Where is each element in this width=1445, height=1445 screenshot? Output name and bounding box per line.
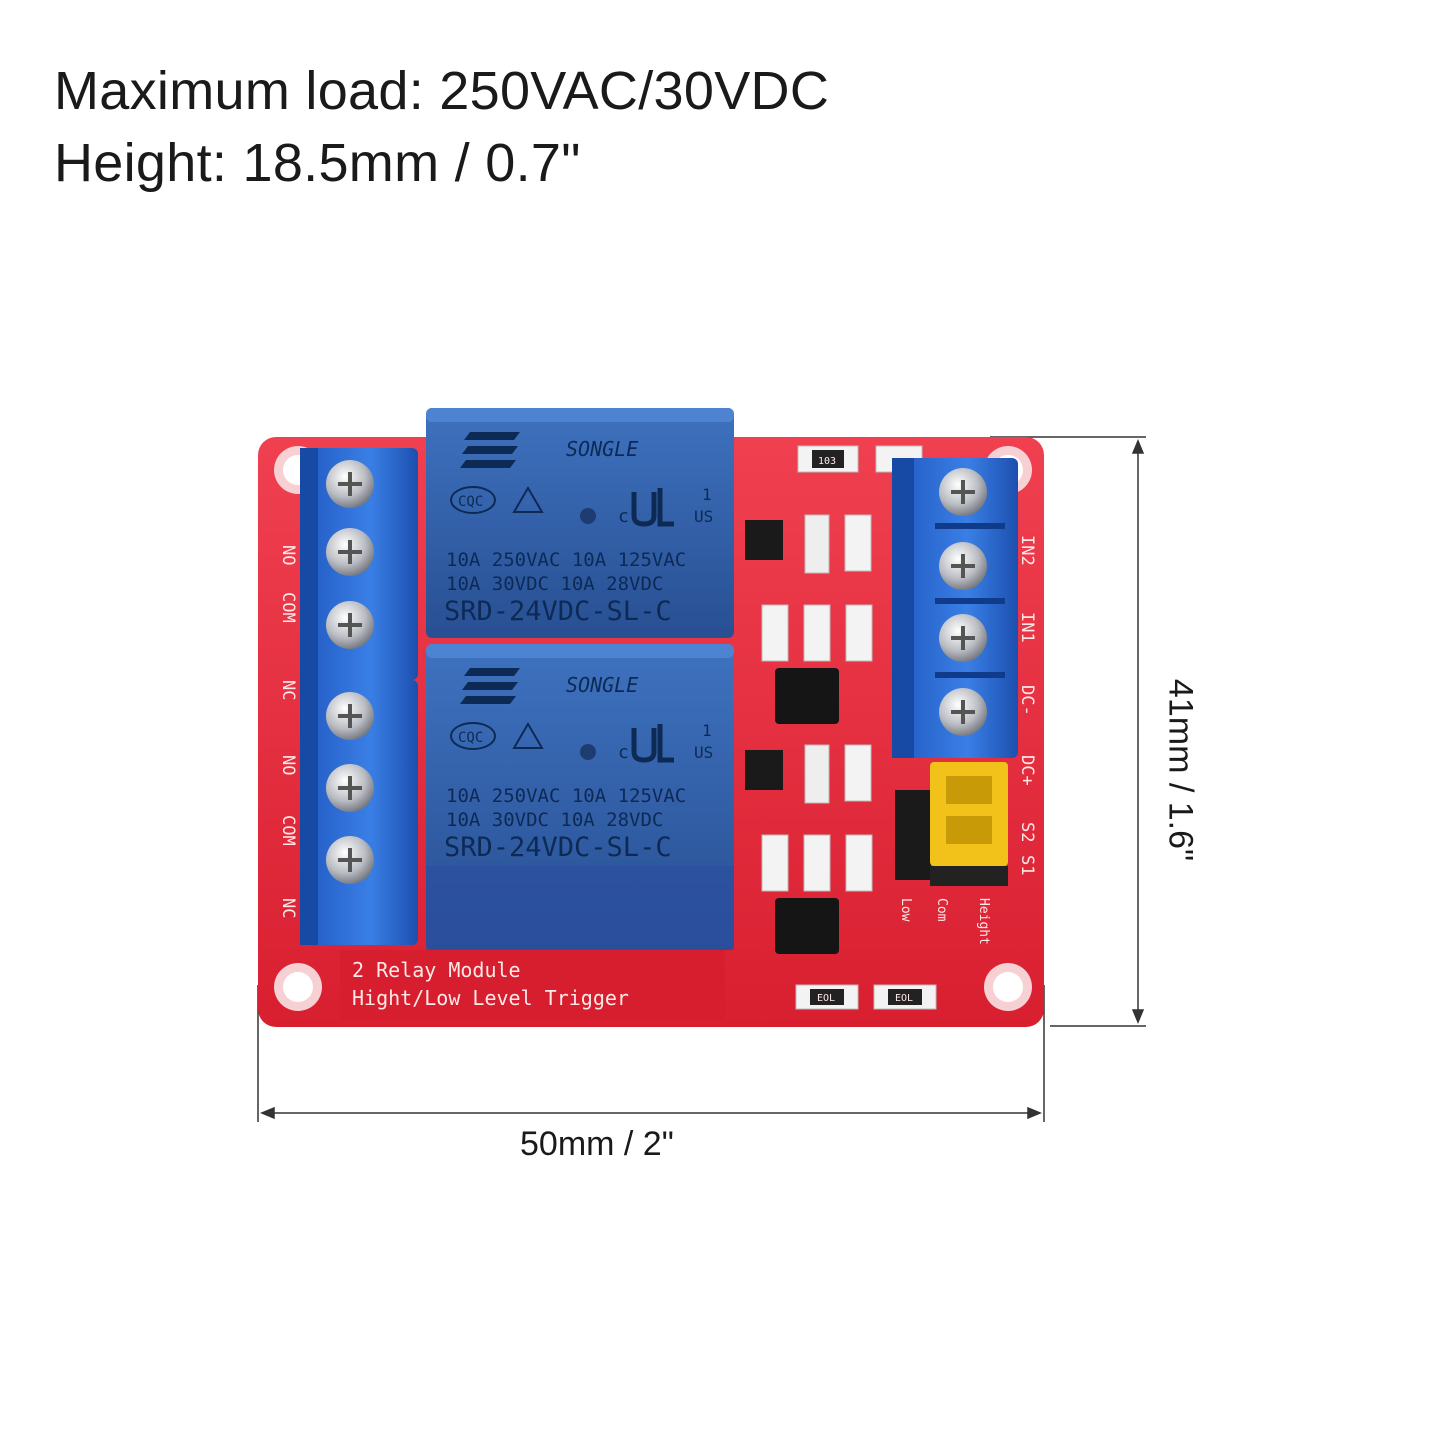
songle-logo-icon [460, 432, 520, 468]
pcb-title-area [340, 950, 725, 1020]
smd-resistor [761, 834, 789, 892]
terminal-label: IN2 [1017, 535, 1037, 566]
board-title-line2: Hight/Low Level Trigger [352, 986, 629, 1010]
output-terminal-block [300, 680, 418, 945]
jumper-header [895, 762, 1008, 886]
max-load-spec: Maximum load: 250VAC/30VDC [54, 61, 830, 121]
height-dimension-label: 41mm / 1.6" [1161, 678, 1200, 862]
trigger-label: Height [976, 898, 991, 945]
smd-led [845, 604, 873, 662]
ul-num: 1 [702, 721, 712, 740]
trigger-label: Com [934, 898, 949, 922]
relay-brand: SONGLE [566, 673, 638, 697]
mounting-hole [274, 963, 322, 1011]
smd-diode [804, 744, 830, 804]
terminal-label: NC [278, 680, 298, 700]
screw-icon [326, 528, 374, 576]
relay-rating-line2: 10A 30VDC 10A 28VDC [446, 573, 663, 595]
screw-icon [326, 460, 374, 508]
ul-mark-icon [631, 724, 674, 763]
smd-resistor: 103 [797, 445, 859, 473]
ul-c-mark: c [618, 742, 629, 763]
board-title-line1: 2 Relay Module [352, 958, 521, 982]
jumper-label: S1 [1017, 855, 1037, 875]
terminal-label: DC+ [1017, 755, 1037, 786]
input-terminal-block [892, 458, 1018, 758]
relay-rating-line1: 10A 250VAC 10A 125VAC [446, 549, 686, 571]
terminal-label: COM [278, 815, 298, 846]
ul-num: 1 [702, 485, 712, 504]
transistor [745, 750, 783, 790]
height-spec: Height: 18.5mm / 0.7" [54, 133, 581, 193]
trigger-label: Low [898, 898, 913, 922]
ul-us-mark: US [694, 507, 713, 526]
optocoupler [775, 898, 839, 954]
screw-icon [939, 468, 987, 516]
smd-resistor [803, 604, 831, 662]
terminal-label: NO [278, 755, 298, 775]
screw-icon [326, 764, 374, 812]
relay-cert: CQC [458, 494, 483, 510]
smd-resistor [844, 744, 872, 802]
smd-resistor [761, 604, 789, 662]
smd-resistor [844, 514, 872, 572]
relay: SONGLE CQC c 1 US 10A 250VAC 10A 125VAC … [426, 644, 734, 950]
width-dimension-label: 50mm / 2" [520, 1125, 674, 1163]
screw-icon [939, 614, 987, 662]
jumper-label: S2 [1017, 822, 1037, 842]
transistor [745, 520, 783, 560]
terminal-label: COM [278, 592, 298, 623]
svg-text:EOL: EOL [895, 993, 913, 1004]
relay-model: SRD-24VDC-SL-C [444, 596, 672, 627]
terminal-label: NC [278, 898, 298, 918]
terminal-label: NO [278, 545, 298, 565]
screw-icon [326, 836, 374, 884]
ul-c-mark: c [618, 506, 629, 527]
smd-resistor [803, 834, 831, 892]
smd-resistor: EOL [873, 984, 937, 1010]
screw-icon [326, 601, 374, 649]
terminal-label: DC- [1017, 685, 1037, 716]
smd-diode [804, 514, 830, 574]
relay-rating-line2: 10A 30VDC 10A 28VDC [446, 809, 663, 831]
screw-icon [939, 688, 987, 736]
screw-icon [939, 542, 987, 590]
svg-text:103: 103 [818, 456, 836, 467]
optocoupler [775, 668, 839, 724]
relay-model: SRD-24VDC-SL-C [444, 832, 672, 863]
ul-us-mark: US [694, 743, 713, 762]
smd-led [845, 834, 873, 892]
warning-triangle-icon [512, 486, 544, 513]
relay: SONGLE CQC c 1 US 10A 250VAC 10A 125VAC … [426, 408, 734, 638]
songle-logo-icon [460, 668, 520, 704]
terminal-label: IN1 [1017, 612, 1037, 643]
ul-mark-icon [631, 488, 674, 527]
warning-triangle-icon [512, 722, 544, 749]
relay-brand: SONGLE [566, 437, 638, 461]
svg-text:EOL: EOL [817, 993, 835, 1004]
screw-icon [326, 692, 374, 740]
mounting-hole [984, 963, 1032, 1011]
relay-cert: CQC [458, 730, 483, 746]
smd-resistor: EOL [795, 984, 859, 1010]
relay-rating-line1: 10A 250VAC 10A 125VAC [446, 785, 686, 807]
